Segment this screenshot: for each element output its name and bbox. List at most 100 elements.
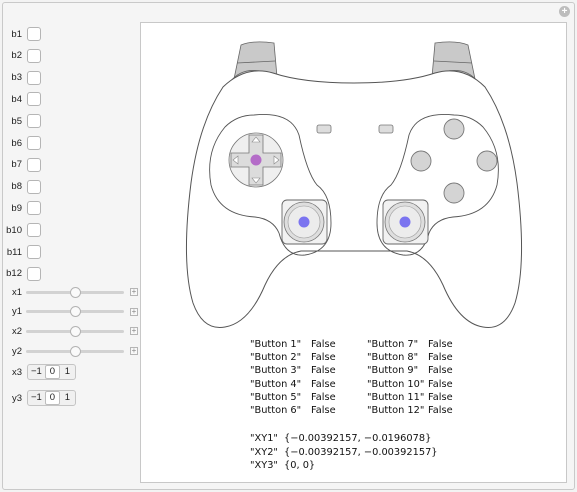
checkbox-row-b3: b3 [0,70,41,86]
checkbox-b6[interactable] [27,136,41,150]
checkbox-row-b6: b6 [0,135,41,151]
button-state: False [311,378,336,390]
button-name: "Button 5" [250,391,302,403]
face-button-bottom [443,182,465,204]
setter-option[interactable]: 0 [44,365,60,379]
axis-value: {−0.00392157, −0.0196078} [284,433,432,444]
slider-thumb[interactable] [69,306,81,318]
slider-x2[interactable] [26,325,124,337]
checkbox-label: b7 [11,159,22,171]
slider-label: x2 [11,325,22,337]
checkbox-b1[interactable] [27,27,41,41]
slider-thumb[interactable] [69,286,81,298]
output-panel: "Button 1"False"Button 2"False"Button 3"… [140,22,567,483]
button-state: False [311,405,336,416]
setter-option[interactable]: −1 [31,392,42,403]
slider-row-x2: x2 + [0,325,138,337]
checkbox-label: b8 [11,181,22,193]
checkbox-b10[interactable] [27,223,41,238]
checkbox-row-b12: b12 [0,266,41,282]
button-state: False [311,391,336,403]
checkbox-row-b9: b9 [0,200,41,216]
slider-label: y2 [11,345,22,357]
right-shoulder-button [431,41,476,80]
plus-icon[interactable]: + [130,306,138,316]
button-state: False [428,365,453,377]
button-state: False [428,352,453,364]
slider-thumb[interactable] [69,325,81,337]
start-button [378,124,394,134]
button-state: False [311,352,336,364]
select-button [316,124,332,134]
gamepad-body [185,70,523,328]
axis-name: "XY2" [250,446,278,458]
axis-name: "XY3" [250,460,278,471]
checkbox-label: b6 [11,137,22,149]
checkbox-label: b10 [6,224,22,236]
axis-value: {0, 0} [284,460,316,471]
checkbox-label: b2 [11,50,22,62]
setter-option[interactable]: 0 [44,391,60,405]
dpad [228,132,284,188]
checkbox-label: b4 [11,93,22,105]
slider-y2[interactable] [26,345,124,357]
checkbox-row-b8: b8 [0,179,41,195]
button-name: "Button 2" [250,352,302,364]
gamepad-graphic [185,41,523,328]
checkbox-b2[interactable] [27,48,41,63]
plus-circle-icon[interactable]: + [559,6,570,17]
axis-name: "XY1" [250,433,278,444]
plus-icon[interactable]: + [130,326,138,336]
button-name: "Button 8" [367,352,419,364]
slider-label: y1 [11,306,22,318]
checkbox-row-b4: b4 [0,91,41,107]
checkbox-b12[interactable] [27,266,41,281]
setter-label: x3 [11,366,22,378]
setter-option[interactable]: 1 [64,392,70,403]
button-state: False [428,378,453,390]
axis-value: {−0.00392157, −0.00392157} [284,446,438,458]
button-name: "Button 9" [367,365,419,377]
plus-icon[interactable]: + [130,287,138,296]
slider-label: x1 [11,286,22,298]
setter-label: y3 [11,392,22,404]
button-name: "Button 3" [250,365,302,377]
checkbox-label: b1 [11,28,22,40]
checkbox-b8[interactable] [27,179,41,194]
slider-x1[interactable] [26,286,124,298]
checkbox-b5[interactable] [27,114,41,129]
button-state: False [428,339,453,350]
slider-row-y1: y1 + [0,306,138,318]
button-name: "Button 10" [367,378,425,390]
checkbox-b3[interactable] [27,70,41,85]
setter-option[interactable]: −1 [31,366,42,377]
button-state: False [428,391,453,403]
plus-icon[interactable]: + [130,346,138,356]
checkbox-b9[interactable] [27,201,41,216]
button-name: "Button 12" [367,405,425,416]
checkbox-label: b12 [6,268,22,280]
slider-thumb[interactable] [69,345,81,357]
checkbox-label: b9 [11,202,22,214]
checkbox-b7[interactable] [27,157,41,172]
setter-option[interactable]: 1 [64,366,70,377]
checkbox-b11[interactable] [27,245,41,259]
face-button-left [410,150,432,172]
face-button-top [443,118,465,140]
left-analog-stick [281,199,328,245]
checkbox-row-b1: b1 [0,26,41,42]
slider-y1[interactable] [26,306,124,318]
button-state: False [311,365,336,377]
checkbox-b4[interactable] [27,92,41,107]
checkbox-row-b2: b2 [0,48,41,64]
button-state: False [311,339,336,350]
slider-row-y2: y2 + [0,345,138,357]
button-state: False [428,405,453,416]
button-name: "Button 11" [367,391,425,403]
right-analog-stick [382,199,429,245]
button-name: "Button 7" [367,339,419,350]
